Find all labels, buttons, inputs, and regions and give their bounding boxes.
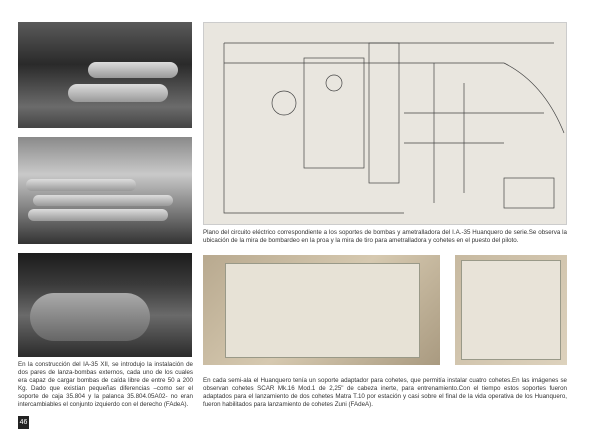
electrical-circuit-diagram bbox=[203, 22, 567, 225]
photo-bomb bbox=[18, 253, 192, 357]
photo-rockets-under-wing bbox=[18, 137, 192, 244]
caption-rockets: En cada semi-ala el Huanquero tenía un s… bbox=[203, 377, 567, 408]
photo-bomb-rack-front bbox=[18, 22, 192, 128]
photo-cockpit-plan bbox=[455, 255, 567, 365]
caption-bomb-racks: En la construcción del IA-35 XII, se int… bbox=[18, 361, 193, 408]
photo-rocket-rack-plan bbox=[203, 255, 440, 365]
caption-circuit-plan: Plano del circuito eléctrico correspondi… bbox=[203, 229, 567, 244]
page-number: 46 bbox=[18, 416, 29, 429]
